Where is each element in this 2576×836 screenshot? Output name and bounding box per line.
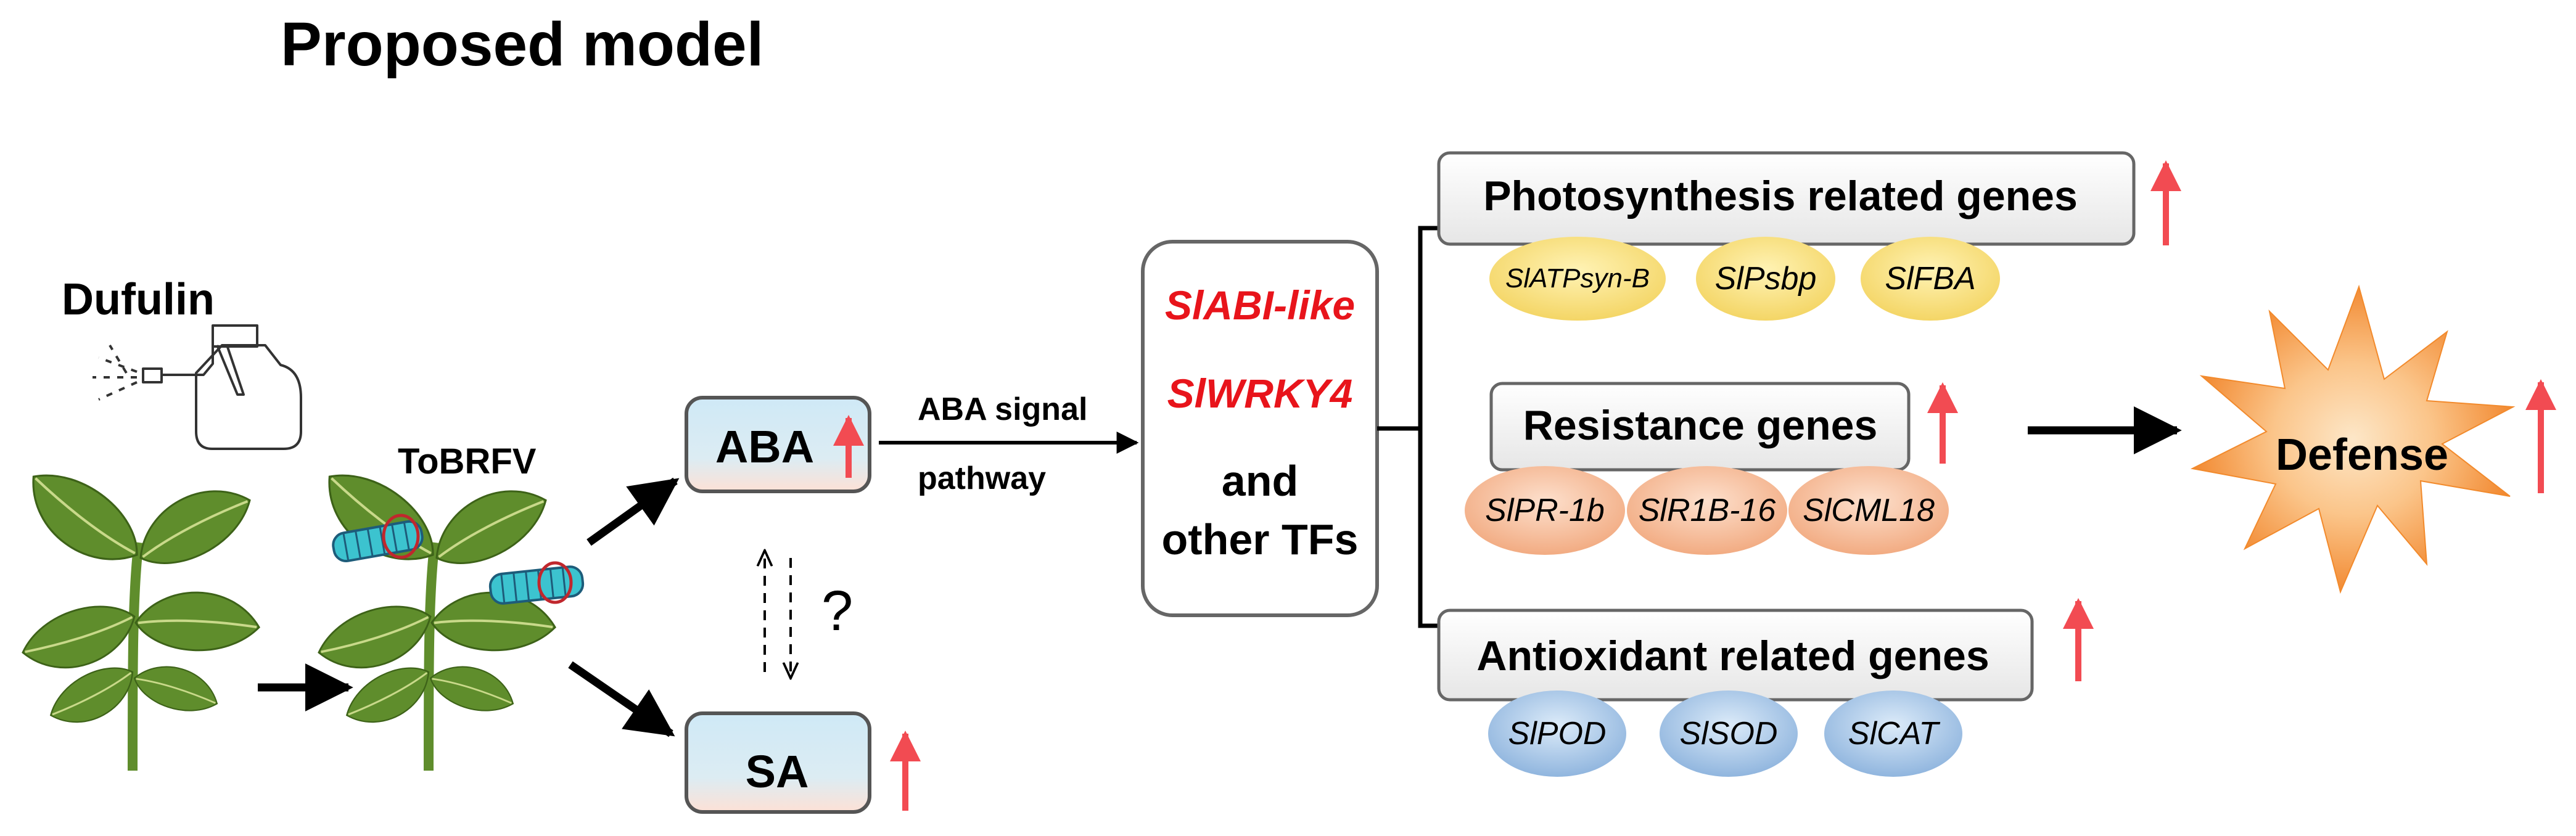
gene-slpr-1b: SlPR-1b (1485, 493, 1605, 528)
gene-slr1b-16: SlR1B-16 (1638, 493, 1776, 528)
tf-slwrky4: SlWRKY4 (1167, 371, 1353, 416)
resistance-ovals (1465, 466, 1949, 555)
virus-label: ToBRFV (398, 441, 537, 482)
up-arrow-icons (833, 160, 2556, 811)
antioxidant-ovals (1488, 691, 1962, 777)
treatment-label: Dufulin (62, 275, 215, 324)
photosynthesis-ovals (1489, 237, 2000, 321)
arrow-to-aba (586, 477, 680, 546)
gene-slpod: SlPOD (1508, 716, 1607, 752)
tf-other-label: other TFs (1161, 515, 1359, 563)
aba-box (685, 396, 871, 493)
healthy-plant-icon (14, 454, 263, 771)
gene-slcml18: SlCML18 (1803, 493, 1935, 528)
gene-slcat: SlCAT (1848, 716, 1939, 752)
sa-box (685, 711, 871, 814)
gene-slfba: SlFBA (1885, 261, 1976, 297)
infected-plant-icon (310, 454, 559, 771)
tf-and-label: and (1221, 457, 1299, 505)
branch-connector (1377, 226, 1446, 628)
aba-label: ABA (715, 421, 815, 472)
antioxidant-title: Antioxidant related genes (1476, 633, 1990, 679)
gene-slsod: SlSOD (1679, 716, 1778, 752)
arrow-to-sa (568, 661, 675, 737)
virus-particle-icon (488, 561, 585, 605)
resistance-title: Resistance genes (1523, 402, 1878, 449)
crosstalk-question: ? (821, 580, 854, 642)
pathway-label-line1: ABA signal (918, 391, 1088, 427)
defense-burst (2190, 284, 2516, 594)
spray-bottle-icon (93, 324, 302, 450)
gene-slpsbp: SlPsbp (1714, 261, 1817, 297)
virus-particle-icon (332, 514, 424, 562)
tf-slabi-like: SlABI-like (1164, 282, 1356, 328)
sa-label: SA (745, 746, 809, 797)
pathway-label-line2: pathway (918, 461, 1047, 496)
defense-label: Defense (2275, 430, 2449, 480)
gene-slatpsyn-b: SlATPsyn-B (1505, 263, 1650, 293)
crosstalk-arrow (765, 552, 791, 677)
photosynthesis-title: Photosynthesis related genes (1483, 173, 2078, 219)
diagram-title: Proposed model (281, 10, 764, 79)
